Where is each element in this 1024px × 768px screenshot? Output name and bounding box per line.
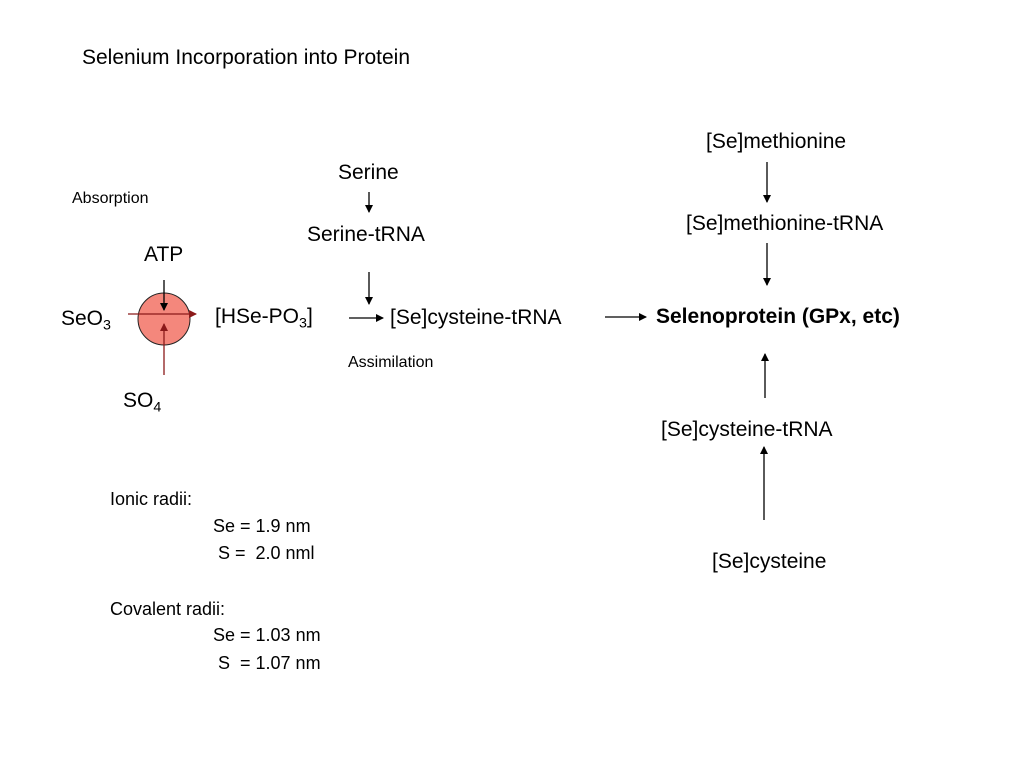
se-methionine-trna-label: [Se]methionine-tRNA — [686, 212, 884, 235]
ionic-radius-se: Se = 1.9 nm — [213, 516, 311, 536]
serine-trna-label: Serine-tRNA — [307, 223, 425, 246]
ionic-radii-heading: Ionic radii: — [110, 489, 193, 509]
serine-label: Serine — [338, 161, 399, 184]
so4-label: SO4 — [123, 389, 162, 416]
se-methionine-label: [Se]methionine — [706, 130, 847, 153]
selenoprotein-label: Selenoprotein (GPx, etc) — [656, 305, 900, 328]
hse-po3-label: [HSe-PO3] — [215, 305, 313, 332]
seo3-label: SeO3 — [61, 307, 111, 334]
covalent-radius-s: S = 1.07 nm — [213, 653, 321, 673]
covalent-radii-heading: Covalent radii: — [110, 599, 226, 619]
se-cysteine-label: [Se]cysteine — [712, 550, 827, 573]
ionic-radius-s: S = 2.0 nml — [213, 543, 315, 563]
se-cysteine-trna-center-label: [Se]cysteine-tRNA — [390, 306, 562, 329]
assimilation-label: Assimilation — [348, 354, 434, 371]
covalent-radius-se: Se = 1.03 nm — [213, 625, 321, 645]
se-cysteine-trna-right-label: [Se]cysteine-tRNA — [661, 418, 833, 441]
absorption-label: Absorption — [72, 190, 149, 207]
atp-label: ATP — [144, 243, 184, 266]
page-title: Selenium Incorporation into Protein — [82, 46, 411, 69]
